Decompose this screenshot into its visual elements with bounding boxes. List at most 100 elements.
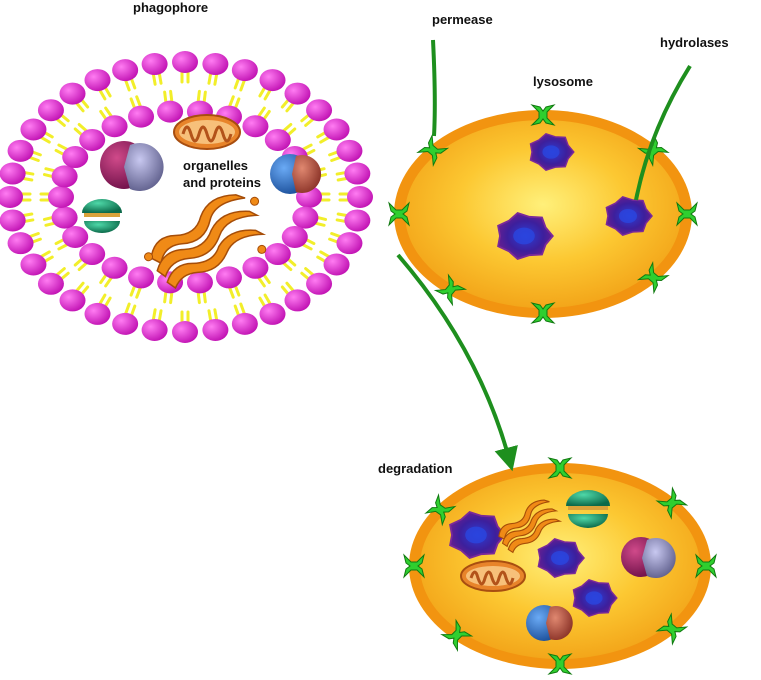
protein-complex — [270, 154, 322, 194]
lipid-head — [59, 289, 86, 312]
permease-channel — [676, 201, 698, 227]
lipid-head — [112, 59, 139, 82]
permease-channel — [530, 104, 556, 126]
lipid-head — [141, 318, 168, 341]
lipid-head — [101, 115, 128, 138]
mitochondrion-fragment — [460, 560, 526, 592]
lipid-head — [284, 82, 311, 105]
lipid-head — [51, 165, 78, 188]
protein-complex — [100, 141, 164, 191]
lipid-head — [202, 53, 229, 76]
lipid-head — [323, 253, 350, 276]
lipid-head — [37, 99, 64, 122]
permease-channel — [695, 553, 717, 579]
lipid-head — [62, 225, 89, 248]
lipid-head — [62, 146, 89, 169]
permease-channel — [636, 133, 670, 168]
protein-fragment — [621, 537, 676, 578]
phagophore-label: phagophore — [133, 0, 209, 15]
lipid-head — [20, 253, 47, 276]
degradation-lysosome — [403, 457, 717, 675]
permease-label: permease — [432, 12, 493, 27]
lysosome-label: lysosome — [533, 74, 593, 89]
lipid-head — [347, 186, 373, 208]
phagophore-membrane — [0, 51, 373, 343]
protein-fragment — [526, 605, 573, 641]
hydrolase-enzyme — [449, 510, 506, 560]
lipid-head — [7, 139, 34, 162]
lipid-head — [59, 82, 86, 105]
lipid-head — [0, 162, 26, 185]
permease-pointer — [431, 39, 437, 137]
golgi-apparatus — [144, 194, 267, 290]
hydrolase-enzyme — [572, 578, 618, 618]
lipid-head — [284, 289, 311, 312]
lipid-head — [259, 69, 286, 92]
permease-channel — [433, 273, 468, 307]
lipid-head — [0, 186, 23, 208]
hydrolase-pointer — [634, 64, 692, 201]
permease-channel — [547, 653, 573, 675]
lipid-head — [242, 256, 269, 279]
lipid-head — [20, 118, 47, 141]
lipid-head — [336, 232, 363, 255]
lipid-head — [172, 321, 198, 343]
lipid-head — [157, 100, 184, 123]
lipid-head — [101, 256, 128, 279]
ribosome — [82, 199, 122, 233]
lipid-head — [172, 51, 198, 73]
lipid-head — [128, 266, 155, 289]
permease-channel — [416, 133, 450, 168]
lipid-head — [215, 266, 242, 289]
lipid-head — [48, 186, 74, 208]
hydrolase-enzyme — [529, 132, 575, 172]
permease-channel — [530, 302, 556, 324]
lipid-head — [281, 225, 308, 248]
lipid-head — [344, 209, 371, 232]
permease-channel — [440, 618, 474, 652]
hydrolase-enzyme — [537, 537, 585, 579]
lipid-head — [264, 128, 291, 151]
hydrolases-label: hydrolases — [660, 35, 729, 50]
permease-channel — [547, 457, 573, 479]
lipid-head — [306, 272, 333, 295]
degradation-arrow — [396, 253, 518, 472]
permease-channel — [403, 553, 425, 579]
lysosome — [388, 104, 698, 324]
lipid-head — [84, 69, 111, 92]
lipid-head — [336, 139, 363, 162]
organelles-and-proteins-label: organelles and proteins — [183, 158, 262, 190]
lipid-head — [264, 243, 291, 266]
permease-channel — [655, 612, 689, 646]
degradation-label: degradation — [378, 461, 453, 476]
lipid-head — [323, 118, 350, 141]
lipid-head — [231, 59, 258, 82]
hydrolase-enzyme — [497, 211, 554, 261]
lipid-head — [84, 302, 111, 325]
lipid-head — [79, 128, 106, 151]
lipid-head — [51, 206, 78, 229]
golgi-fragment — [498, 499, 563, 554]
ribosome-fragment — [566, 490, 610, 528]
lipid-head — [37, 272, 64, 295]
lipid-head — [79, 243, 106, 266]
hydrolase-enzyme — [605, 195, 653, 237]
mitochondrion — [173, 114, 241, 150]
permease-channel — [636, 260, 670, 295]
lipid-head — [344, 162, 371, 185]
lipid-head — [0, 209, 26, 232]
permease-channel — [655, 486, 689, 520]
lipid-head — [186, 271, 213, 294]
lipid-head — [128, 105, 155, 128]
lipid-head — [7, 232, 34, 255]
lipid-head — [231, 312, 258, 335]
permease-channel — [424, 493, 457, 527]
lipid-head — [141, 53, 168, 76]
lipid-head — [292, 206, 319, 229]
lipid-head — [242, 115, 269, 138]
lipid-head — [306, 99, 333, 122]
lipid-head — [259, 302, 286, 325]
permease-channel — [388, 201, 410, 227]
lipid-head — [202, 318, 229, 341]
